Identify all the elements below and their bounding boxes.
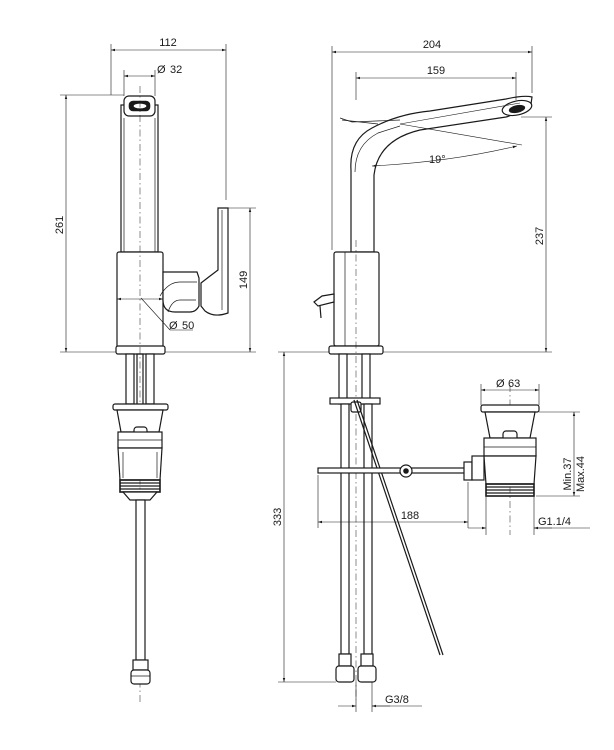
side-spout-arm <box>350 95 533 253</box>
dim-waste-diameter: 63 <box>508 378 520 390</box>
front-lever-handle <box>200 207 229 316</box>
front-lever-boss <box>162 271 200 313</box>
dia-symbol-1: Ø <box>157 64 166 76</box>
dim-waste-min: Min.37 <box>562 457 574 490</box>
dim-spout-diameter: 32 <box>170 64 182 76</box>
side-lever <box>313 293 335 307</box>
front-view: 112 32 Ø 261 149 Ø 50 <box>54 37 256 705</box>
side-lift-rod <box>317 461 473 481</box>
dim-body-diameter: 50 <box>182 320 194 332</box>
front-waste-assembly <box>112 403 169 501</box>
dim-front-width: 112 <box>159 37 177 49</box>
dim-spout-reach: 159 <box>427 65 445 77</box>
dia-symbol-3: Ø <box>496 378 505 390</box>
dim-waste-thread: G1.1/4 <box>538 516 571 528</box>
side-fixing-rods <box>329 353 381 655</box>
side-view: 204 159 19° 237 333 G3/8 188 <box>272 39 552 712</box>
dim-total-height: 261 <box>54 216 66 234</box>
side-aerator <box>501 99 533 117</box>
side-hose-connectors <box>335 653 377 683</box>
dim-spout-height: 237 <box>534 227 546 245</box>
front-base-ring <box>115 345 166 355</box>
dia-symbol-2: Ø <box>169 320 178 332</box>
dim-side-depth: 204 <box>423 39 441 51</box>
dim-lever-height: 149 <box>238 271 250 289</box>
waste-detail: Ø 63 Min.37 Max.44 G1.1/4 <box>468 378 590 535</box>
dim-hose-thread: G3/8 <box>385 694 409 706</box>
dim-spout-angle: 19° <box>429 154 446 166</box>
side-body <box>333 251 380 347</box>
side-popup-rod <box>353 399 444 656</box>
dim-rod-length: 188 <box>401 510 419 522</box>
dim-waste-max: Max.44 <box>575 456 587 492</box>
dim-under-length: 333 <box>272 508 284 526</box>
front-aerator <box>123 95 156 117</box>
front-spout-column <box>120 104 159 253</box>
front-hose <box>130 499 151 685</box>
